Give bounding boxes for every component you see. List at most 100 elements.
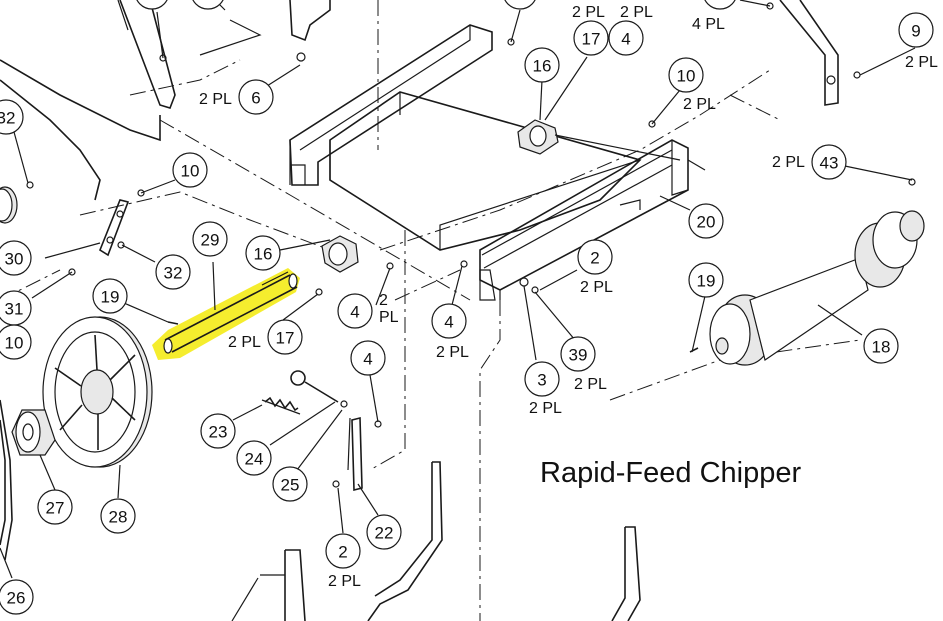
callout-28[interactable]: 28 <box>100 498 136 534</box>
callout-circle <box>0 99 24 135</box>
callout-10[interactable]: 10 <box>172 152 208 188</box>
callout-number: 28 <box>109 508 128 527</box>
callout-number: 32 <box>0 109 15 128</box>
callout-17[interactable]: 17 <box>267 319 303 355</box>
callout-25[interactable]: 25 <box>272 466 308 502</box>
callout-circle <box>92 278 128 314</box>
callout-9[interactable]: 9 <box>898 12 934 48</box>
callout-circle <box>272 466 308 502</box>
callout-39[interactable]: 39 <box>560 336 596 372</box>
bearing-16-upper <box>517 119 681 161</box>
callout-4[interactable]: 4 <box>608 20 644 56</box>
callout-circle <box>236 440 272 476</box>
spring-23 <box>261 396 301 415</box>
callout-partial[interactable] <box>503 0 537 10</box>
callout-number: 31 <box>5 300 24 319</box>
callout-number: 17 <box>582 30 601 49</box>
eyebolt-24 <box>290 370 339 403</box>
shaft-29-highlight[interactable] <box>152 268 300 360</box>
callout-43[interactable]: 43 <box>811 144 847 180</box>
callout-circle <box>863 328 899 364</box>
callout-10[interactable]: 10 <box>668 57 704 93</box>
callout-circle <box>811 144 847 180</box>
callout-32[interactable]: 32 <box>155 254 191 290</box>
qty-label: 2 PL <box>436 344 469 361</box>
top-right-bracket <box>779 0 839 106</box>
callout-circle <box>0 579 34 615</box>
callout-4[interactable]: 4 <box>350 340 386 376</box>
qty-label: 2 PL <box>580 279 613 296</box>
callout-30[interactable]: 30 <box>0 240 32 276</box>
callout-16[interactable]: 16 <box>524 47 560 83</box>
callout-4[interactable]: 4 <box>431 303 467 339</box>
callout-number: 20 <box>697 213 716 232</box>
callout-circle <box>267 319 303 355</box>
qty-label: 2 PL <box>683 96 716 113</box>
callout-circle <box>0 240 32 276</box>
qty-label: PL <box>379 309 399 326</box>
callout-6[interactable]: 6 <box>238 79 274 115</box>
callout-circle <box>100 498 136 534</box>
callout-partial[interactable] <box>703 0 737 10</box>
callout-number: 4 <box>350 303 359 322</box>
callout-number: 17 <box>276 329 295 348</box>
callout-20[interactable]: 20 <box>688 203 724 239</box>
callout-16[interactable]: 16 <box>245 235 281 271</box>
shaft-29 <box>163 271 298 354</box>
callout-circle <box>524 361 560 397</box>
callout-32[interactable]: 32 <box>0 99 24 135</box>
belt-26 <box>0 399 13 561</box>
driveline-18 <box>709 210 925 366</box>
callout-number: 24 <box>245 450 264 469</box>
callout-number: 4 <box>444 313 453 332</box>
callout-number: 16 <box>533 57 552 76</box>
callout-number: 2 <box>590 249 599 268</box>
hub-27 <box>11 409 56 456</box>
callout-23[interactable]: 23 <box>200 413 236 449</box>
callout-24[interactable]: 24 <box>236 440 272 476</box>
callout-number: 16 <box>254 245 273 264</box>
diagram-title: Rapid-Feed Chipper <box>540 457 801 489</box>
callout-17[interactable]: 17 <box>573 20 609 56</box>
chipper-frame <box>289 24 706 301</box>
callout-circle <box>560 336 596 372</box>
callout-2[interactable]: 2 <box>577 239 613 275</box>
callout-circle <box>366 514 402 550</box>
callout-partial[interactable] <box>191 0 225 10</box>
callout-19[interactable]: 19 <box>688 262 724 298</box>
callout-circle <box>37 489 73 525</box>
callout-27[interactable]: 27 <box>37 489 73 525</box>
callout-2[interactable]: 2 <box>325 533 361 569</box>
callout-circle <box>155 254 191 290</box>
callout-partial[interactable] <box>135 0 169 10</box>
top-left-shroud <box>0 0 331 201</box>
callout-22[interactable]: 22 <box>366 514 402 550</box>
link-22 <box>347 416 363 492</box>
callout-10[interactable]: 10 <box>0 324 32 360</box>
qty-label: 2 PL <box>574 376 607 393</box>
callout-26[interactable]: 26 <box>0 579 34 615</box>
callout-18[interactable]: 18 <box>863 328 899 364</box>
callout-number: 23 <box>209 423 228 442</box>
callout-29[interactable]: 29 <box>192 221 228 257</box>
pulley-32-left <box>0 186 18 224</box>
callout-3[interactable]: 3 <box>524 361 560 397</box>
callout-circle <box>136 0 168 10</box>
callout-circle <box>524 47 560 83</box>
callout-31[interactable]: 31 <box>0 290 32 326</box>
callout-4[interactable]: 4 <box>337 293 373 329</box>
bearing-16-lower <box>321 235 359 273</box>
callout-circle <box>704 0 736 10</box>
callout-circle <box>504 0 536 10</box>
quantity-labels: 2 PL 2 PL 4 PL 2 PL 2 PL 2 PL 2 PL 2 PL … <box>199 4 938 590</box>
callout-number: 30 <box>5 250 24 269</box>
qty-label: 2 PL <box>620 4 653 21</box>
callout-number: 2 <box>338 543 347 562</box>
callout-circle <box>608 20 644 56</box>
callout-circle <box>325 533 361 569</box>
callout-19[interactable]: 19 <box>92 278 128 314</box>
leader-lines <box>0 0 916 621</box>
callout-circle <box>898 12 934 48</box>
